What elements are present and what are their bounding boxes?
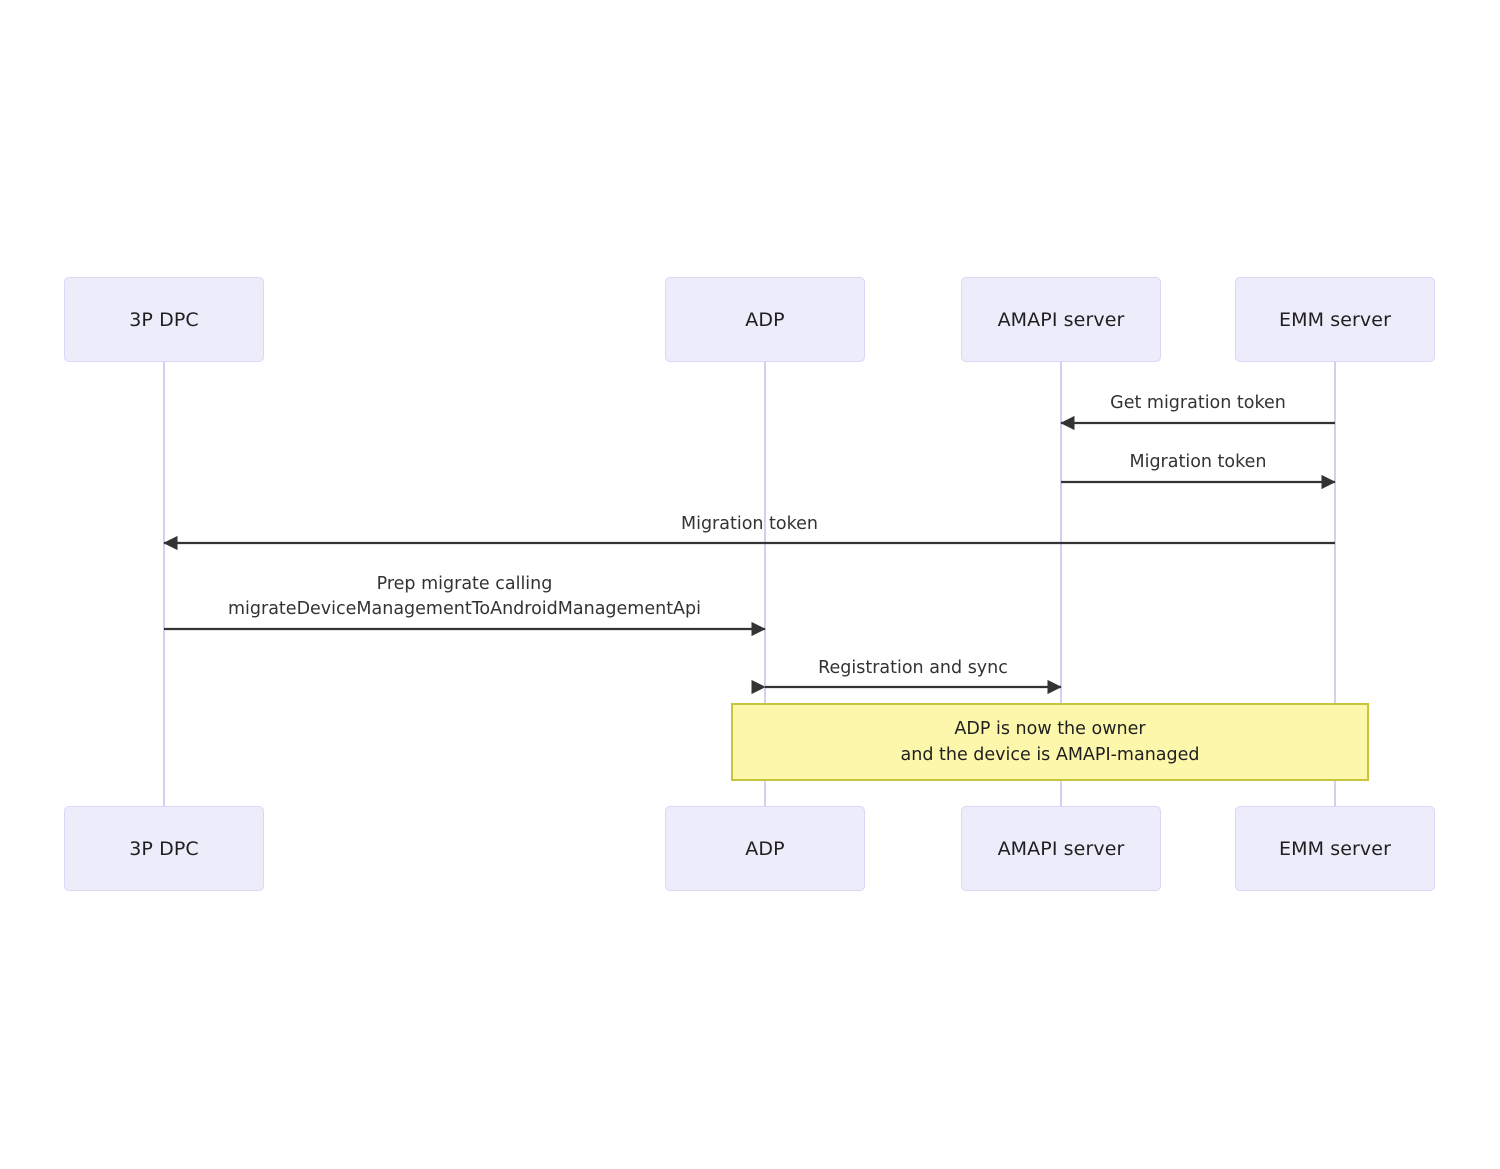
participant-box-top-emm[interactable]: EMM server xyxy=(1235,277,1435,362)
participant-box-bottom-adp[interactable]: ADP xyxy=(665,806,865,891)
lifeline-dpc xyxy=(163,362,165,806)
note-line: and the device is AMAPI-managed xyxy=(900,745,1200,765)
participant-box-top-dpc[interactable]: 3P DPC xyxy=(64,277,264,362)
lifeline-emm xyxy=(1334,362,1336,806)
message-label-m3: Migration token xyxy=(350,512,1150,537)
message-label-m1: Get migration token xyxy=(798,391,1500,416)
participant-label: ADP xyxy=(745,308,785,331)
participant-label: AMAPI server xyxy=(997,837,1125,860)
note-box-n1: ADP is now the owner and the device is AM… xyxy=(731,703,1369,781)
message-label-line: Prep migrate calling xyxy=(376,574,553,594)
message-label-line: Get migration token xyxy=(1110,393,1286,413)
participant-label: EMM server xyxy=(1279,837,1391,860)
message-label-line: Registration and sync xyxy=(818,658,1008,678)
participant-label: EMM server xyxy=(1279,308,1391,331)
participant-label: AMAPI server xyxy=(997,308,1125,331)
lifeline-adp xyxy=(764,362,766,806)
participant-box-bottom-amapi[interactable]: AMAPI server xyxy=(961,806,1161,891)
participant-box-top-adp[interactable]: ADP xyxy=(665,277,865,362)
message-label-line: migrateDeviceManagementToAndroidManageme… xyxy=(228,599,701,619)
participant-box-bottom-emm[interactable]: EMM server xyxy=(1235,806,1435,891)
participant-box-bottom-dpc[interactable]: 3P DPC xyxy=(64,806,264,891)
participant-label: 3P DPC xyxy=(129,837,199,860)
participant-label: 3P DPC xyxy=(129,308,199,331)
message-label-m4: Prep migrate calling migrateDeviceManagem… xyxy=(65,572,865,622)
message-label-line: Migration token xyxy=(1129,452,1267,472)
participant-label: ADP xyxy=(745,837,785,860)
message-label-line: Migration token xyxy=(680,514,818,534)
message-label-m2: Migration token xyxy=(798,450,1500,475)
participant-box-top-amapi[interactable]: AMAPI server xyxy=(961,277,1161,362)
note-line: ADP is now the owner xyxy=(954,719,1146,739)
message-label-m5: Registration and sync xyxy=(513,656,1313,681)
lifeline-amapi xyxy=(1060,362,1062,806)
